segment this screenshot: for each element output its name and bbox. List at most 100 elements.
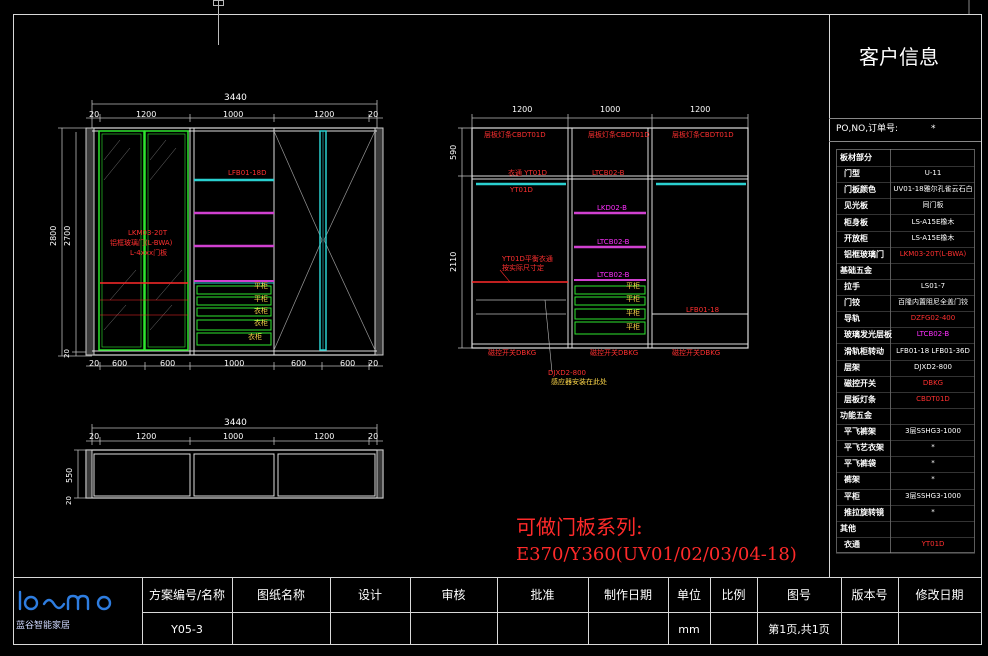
spec-row-value: * bbox=[931, 475, 935, 483]
spec-row-value: LKM03-20T(L-BWA) bbox=[899, 250, 967, 258]
interior-bottom-note: 感应器安装在此处 bbox=[551, 378, 607, 386]
title-block-header: 批准 bbox=[530, 588, 555, 602]
interior-right-label: LFB01-18 bbox=[686, 306, 720, 314]
right-door-pair bbox=[273, 130, 376, 351]
title-block-header: 设计 bbox=[357, 588, 382, 602]
spec-row-label: 推拉旋转镜 bbox=[844, 508, 884, 517]
interior-bottom-label: 磁控开关DBKG bbox=[488, 349, 537, 357]
plan-overall-width: 3440 bbox=[224, 418, 247, 428]
spec-row-value: LS-A15E橡木 bbox=[911, 234, 955, 242]
front-bottom-dim: 20 bbox=[89, 359, 100, 368]
spec-row-label: 门铰 bbox=[844, 298, 860, 307]
plan-dim: 20 bbox=[368, 432, 379, 441]
plan-dim: 1200 bbox=[314, 432, 335, 441]
spec-row-value: DBKG bbox=[922, 379, 944, 387]
spec-row-label: 平飞裤架 bbox=[844, 427, 876, 436]
plan-depth-dim: 550 bbox=[65, 467, 74, 483]
interior-drawer-label: 平柜 bbox=[626, 295, 640, 303]
spec-row-label: 平飞艺衣架 bbox=[844, 443, 884, 452]
interior-bottom-label: 磁控开关DBKG bbox=[590, 349, 639, 357]
plan-dim: 1000 bbox=[223, 432, 244, 441]
front-left-dim: 20 bbox=[63, 349, 71, 358]
plan-view bbox=[74, 424, 384, 499]
interior-top-dim: 1200 bbox=[690, 105, 711, 114]
front-overall-width: 3440 bbox=[224, 93, 247, 103]
front-bottom-dim: 600 bbox=[160, 359, 176, 368]
series-note-models: E370/Y360(UV01/02/03/04-18) bbox=[516, 544, 797, 565]
spec-row-value: LFB01-18 LFB01-36D bbox=[896, 347, 970, 355]
spec-row-value: * bbox=[931, 443, 935, 451]
spec-row-label: 滑轨柜转动 bbox=[844, 347, 884, 356]
brand-logo-subtitle: 蓝谷智能家居 bbox=[16, 621, 71, 631]
front-bottom-dim: 20 bbox=[368, 359, 379, 368]
glass-door-note: L-4xxx门板 bbox=[130, 249, 168, 257]
title-block-value: 第1页,共1页 bbox=[768, 623, 830, 636]
spec-row-value: DZFG02-400 bbox=[910, 314, 956, 322]
spec-row-value: YT01D bbox=[921, 540, 945, 548]
spec-row-value: UV01-18雅尔孔雀云石白 bbox=[893, 185, 973, 193]
spec-row-label: 平飞裤袋 bbox=[844, 459, 876, 468]
interior-top-label: 层板灯条CBDT01D bbox=[672, 131, 734, 139]
spec-row-label: 功能五金 bbox=[840, 411, 872, 420]
front-top-dim: 1200 bbox=[314, 110, 335, 119]
customer-spec-table-frame bbox=[836, 149, 975, 553]
front-top-dim: 1000 bbox=[223, 110, 244, 119]
interior-top-dim: 1000 bbox=[600, 105, 621, 114]
interior-bottom-label: 磁控开关DBKG bbox=[672, 349, 721, 357]
glass-door-note: LKM03-20T bbox=[128, 229, 168, 237]
glass-door-note: 铝框玻璃门(L-BWA) bbox=[110, 239, 173, 247]
front-left-dim: 2800 bbox=[49, 225, 58, 246]
front-elevation-view bbox=[58, 100, 384, 370]
interior-top-dim: 1200 bbox=[512, 105, 533, 114]
title-block-header: 图号 bbox=[786, 588, 811, 602]
front-left-dim: 2700 bbox=[63, 225, 72, 246]
glass-shelf-label: LKD02-B bbox=[597, 204, 627, 212]
glass-door-pair bbox=[98, 130, 189, 351]
title-block-header: 图纸名称 bbox=[256, 588, 305, 602]
front-bottom-dim: 600 bbox=[291, 359, 307, 368]
spec-row-label: 铝框玻璃门 bbox=[844, 250, 884, 259]
title-block-header: 版本号 bbox=[851, 588, 888, 602]
spec-row-label: 玻璃发光层板 bbox=[844, 330, 892, 339]
interior-upper-label: LTCB02-B bbox=[592, 169, 625, 177]
shelf-label: 衣柜 bbox=[254, 307, 268, 315]
spec-row-value: * bbox=[931, 459, 935, 467]
series-note-title: 可做门板系列: bbox=[516, 515, 643, 539]
shelf-label: LFB01-18D bbox=[228, 169, 267, 177]
interior-drawer-label: 平柜 bbox=[626, 282, 640, 290]
spec-row-label: 门型 bbox=[844, 169, 860, 178]
spec-row-label: 导轨 bbox=[844, 314, 860, 323]
spec-row-value: LS01-7 bbox=[920, 282, 946, 290]
plan-dim: 20 bbox=[89, 432, 100, 441]
order-number-value: * bbox=[931, 124, 936, 134]
interior-upper-label: 衣通 YT01D bbox=[508, 169, 548, 177]
title-block-value: mm bbox=[678, 623, 700, 636]
interior-left-dim: 590 bbox=[449, 144, 458, 160]
title-block-header: 修改日期 bbox=[915, 588, 964, 602]
title-block-header: 方案编号/名称 bbox=[148, 588, 226, 602]
front-top-dim: 20 bbox=[368, 110, 379, 119]
title-block-value: Y05-3 bbox=[171, 623, 203, 636]
spec-row-value: 同门板 bbox=[922, 201, 944, 209]
front-bottom-dim: 600 bbox=[340, 359, 356, 368]
plan-dim: 1200 bbox=[136, 432, 157, 441]
title-block-grid bbox=[142, 577, 981, 645]
rail-label: YT01D bbox=[510, 186, 533, 194]
spec-row-value: 3层SSHG3-1000 bbox=[905, 492, 961, 500]
spec-row-label: 柜身板 bbox=[844, 218, 868, 227]
shelf-label: 平柜 bbox=[254, 295, 268, 303]
front-bottom-dim: 1000 bbox=[224, 359, 245, 368]
spec-row-label: 层架 bbox=[844, 363, 860, 372]
spec-row-label: 拉手 bbox=[844, 282, 860, 291]
spec-row-label: 衣通 bbox=[844, 540, 860, 549]
shelf-label: 衣柜 bbox=[254, 319, 268, 327]
spec-row-value: CBDT01D bbox=[916, 395, 950, 403]
spec-row-label: 其他 bbox=[840, 524, 856, 533]
title-block-header: 比例 bbox=[721, 588, 746, 602]
interior-left-dim: 2110 bbox=[449, 251, 458, 272]
title-block-header: 审核 bbox=[441, 588, 466, 602]
front-top-dim: 1200 bbox=[136, 110, 157, 119]
interior-elevation-view bbox=[458, 114, 749, 373]
front-top-dim: 20 bbox=[89, 110, 100, 119]
